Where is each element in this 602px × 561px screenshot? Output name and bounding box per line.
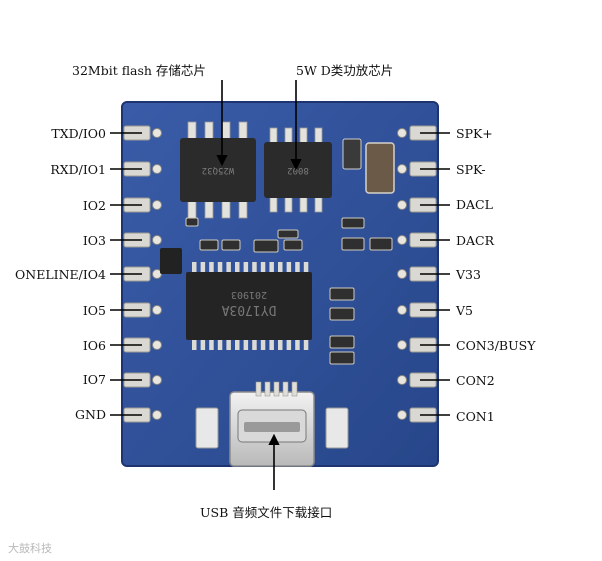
pin-label-oneline-io4: ONELINE/IO4	[15, 267, 106, 282]
main-chip: DY1703A 201903	[186, 262, 312, 350]
usb-callout: USB 音频文件下载接口	[200, 505, 333, 520]
amp-chip-callout: 5W D类功放芯片	[296, 63, 394, 78]
tantalum-capacitor	[365, 142, 395, 194]
pin-label-gnd: GND	[75, 407, 106, 422]
flash-chip: W25Q32	[180, 121, 256, 219]
pin-label-io6: IO6	[82, 338, 106, 353]
pin-label-v5: V5	[456, 303, 473, 318]
flash-chip-callout: 32Mbit flash 存储芯片	[72, 63, 206, 78]
main-chip-marking-2: 201903	[231, 289, 267, 300]
pin-label-io3: IO3	[82, 233, 106, 248]
pin-label-io2: IO2	[82, 198, 106, 213]
usb-connector	[195, 381, 349, 467]
pin-label-io7: IO7	[82, 372, 106, 387]
watermark: 大鼓科技	[8, 542, 52, 555]
right-pads	[397, 125, 437, 423]
pin-label-rxd-io1: RXD/IO1	[50, 162, 106, 177]
pin-label-v33: V33	[456, 267, 481, 282]
pin-label-con2: CON2	[456, 373, 495, 388]
pin-label-txd-io0: TXD/IO0	[51, 126, 106, 141]
pin-label-spk-minus: SPK-	[456, 162, 486, 177]
pin-label-io5: IO5	[82, 303, 106, 318]
transistor	[160, 248, 182, 274]
pin-label-dacl: DACL	[456, 197, 493, 212]
smd-components	[185, 217, 393, 365]
pin-label-con1: CON1	[456, 409, 495, 424]
pin-label-dacr: DACR	[456, 233, 495, 248]
callout-lines	[216, 80, 302, 490]
pin-label-con3-busy: CON3/BUSY	[456, 338, 536, 353]
flash-chip-marking: W25Q32	[202, 165, 235, 175]
capacitor	[342, 138, 362, 170]
amp-chip-marking: 8002	[287, 165, 309, 175]
pin-label-spk-plus: SPK+	[456, 126, 493, 141]
main-chip-marking-1: DY1703A	[221, 302, 276, 317]
